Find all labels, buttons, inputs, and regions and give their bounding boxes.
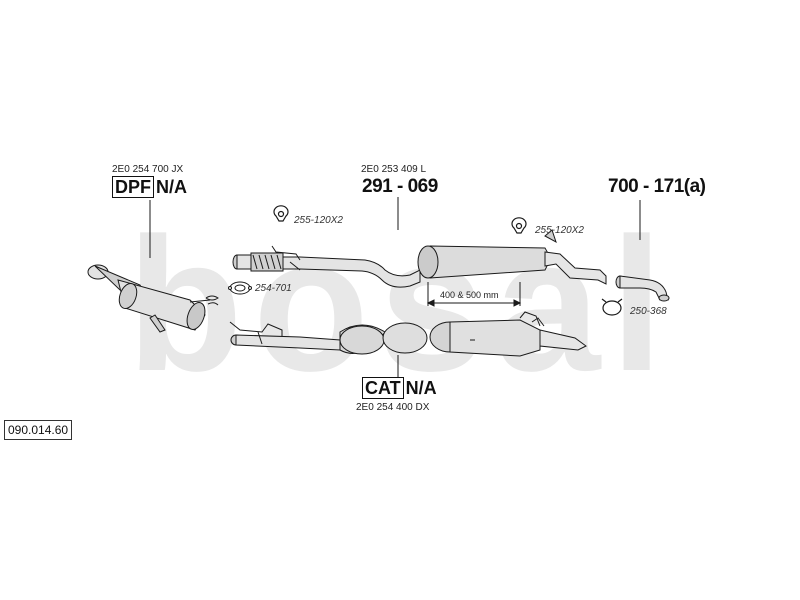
clamp-left-part: 255-120X2 <box>294 215 343 226</box>
clamp-icon <box>511 217 527 234</box>
clamp-ring-icon <box>601 298 623 316</box>
dpf-value: N/A <box>156 177 187 197</box>
clamp-icon <box>273 205 289 222</box>
cat-code: 2E0 254 400 DX <box>356 402 430 413</box>
dimension-arrow <box>426 282 522 307</box>
dpf-sensor <box>205 295 219 306</box>
clamp-rear-part: 250-368 <box>630 306 667 317</box>
clamp-right-part: 255-120X2 <box>535 225 584 236</box>
gasket-icon <box>228 281 252 295</box>
middle-silencer <box>417 229 607 285</box>
reference-number: 090.014.60 <box>4 420 73 440</box>
middle-code: 2E0 253 409 L <box>361 164 427 175</box>
cat-value: N/A <box>405 378 437 398</box>
catalytic-converter <box>339 311 587 357</box>
gasket-part: 254-701 <box>255 283 292 294</box>
watermark: bosal <box>127 199 673 411</box>
middle-pipe <box>232 245 421 288</box>
dpf-code: 2E0 254 700 JX <box>112 164 184 175</box>
dpf-filter <box>87 264 211 333</box>
dpf-tag: DPF <box>112 176 154 198</box>
dimension-label: 400 & 500 mm <box>440 290 499 300</box>
tail-pipe <box>615 275 670 302</box>
rear-part-number: 700 - 171(a) <box>608 176 706 197</box>
middle-part-number: 291 - 069 <box>362 176 438 197</box>
cat-tag: CAT <box>362 377 404 399</box>
